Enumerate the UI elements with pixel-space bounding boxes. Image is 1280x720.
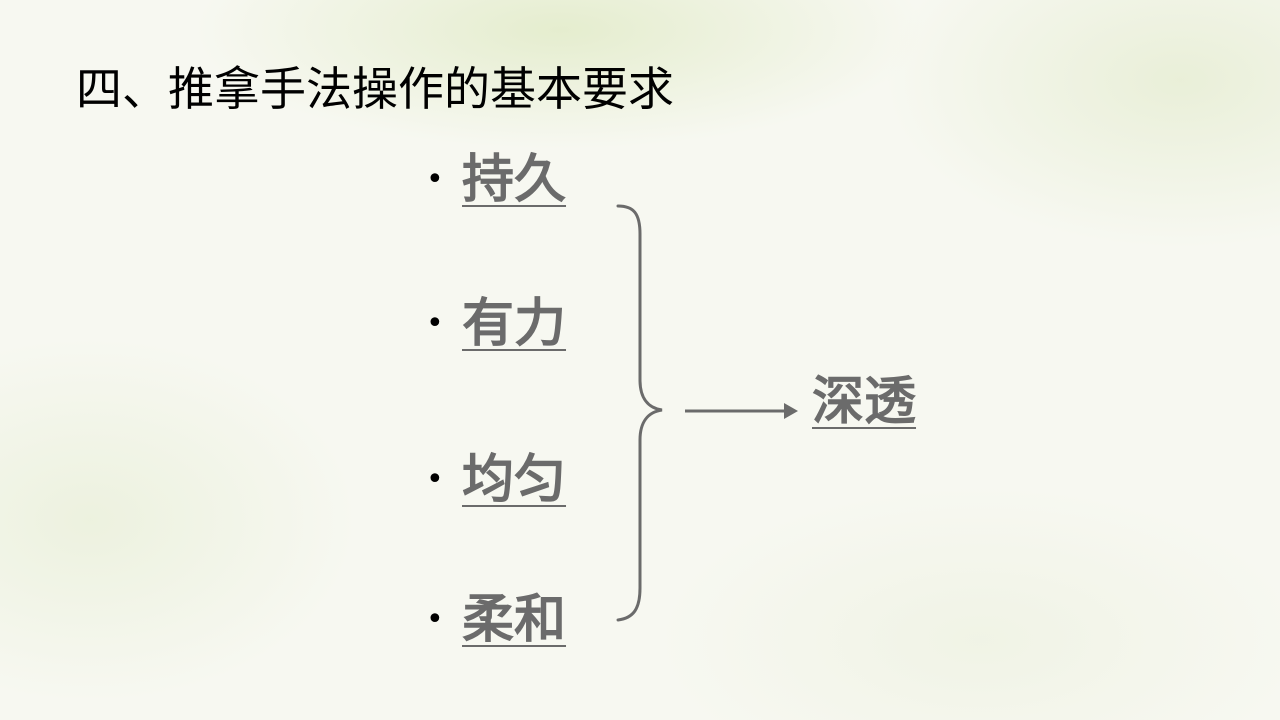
- right-curly-brace: [616, 204, 663, 622]
- bullet-icon: •: [426, 462, 444, 497]
- bullet-icon: •: [426, 306, 444, 341]
- requirement-item: • 均匀: [426, 450, 566, 510]
- arrow-head-icon: [784, 403, 798, 419]
- connector-diagram: [616, 204, 798, 622]
- result-item: 深透: [812, 372, 916, 432]
- bullet-icon: •: [426, 602, 444, 637]
- requirement-item: • 有力: [426, 294, 566, 354]
- requirement-label: 柔和: [462, 590, 567, 650]
- requirement-label: 均匀: [462, 450, 567, 510]
- slide-title: 四、推拿手法操作的基本要求: [76, 62, 674, 116]
- bullet-icon: •: [426, 162, 444, 197]
- requirement-item: • 持久: [426, 150, 566, 210]
- result-label: 深透: [812, 372, 917, 432]
- requirement-item: • 柔和: [426, 590, 566, 650]
- requirement-label: 有力: [462, 294, 567, 354]
- requirement-label: 持久: [462, 150, 567, 210]
